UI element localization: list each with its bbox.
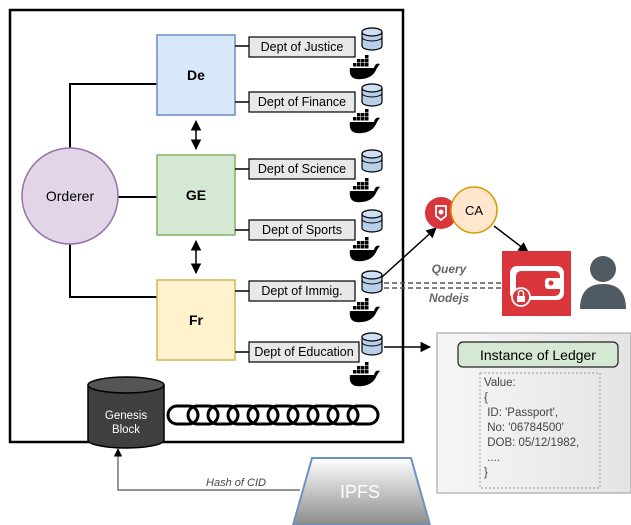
ledger-value-box (479, 372, 601, 489)
hash-of-cid-label: Hash of CID (206, 477, 266, 489)
org-fr-box (156, 279, 236, 361)
wallet-icon (502, 251, 571, 316)
dept-justice-box (248, 36, 356, 58)
database-icon (361, 209, 383, 233)
org-ge-label: GE (186, 187, 206, 203)
org-fr-label: Fr (189, 312, 204, 328)
ledger-line: } (484, 467, 488, 479)
hash-of-cid-arrow (113, 448, 300, 491)
dept-science-label: Dept of Science (258, 162, 346, 176)
ledger-line: .... (484, 452, 500, 464)
org-ge-box (156, 154, 236, 236)
dept-education-label: Dept of Education (254, 345, 353, 359)
genesis-label-line2: Block (112, 424, 140, 436)
orderer-to-fr-line (69, 238, 157, 298)
dept-connectors (235, 45, 249, 353)
database-icon (361, 332, 383, 356)
ledger-line: No: '06784500' (484, 422, 564, 434)
genesis-label-line1: Genesis (105, 410, 147, 422)
database-icon (361, 149, 383, 173)
database-icon (361, 27, 383, 51)
dept-finance-label: Dept of Finance (258, 95, 346, 109)
ca-to-wallet-arrow (493, 225, 529, 253)
orderer-node (21, 147, 119, 245)
ca-label: CA (465, 203, 483, 218)
dept-sports-label: Dept of Sports (262, 223, 342, 237)
query-label: Query (432, 262, 468, 276)
ledger-line: { (484, 392, 488, 404)
database-icon (361, 83, 383, 107)
immig-to-ca-line (381, 227, 437, 278)
org-de-box (156, 34, 236, 116)
dept-science-box (248, 158, 356, 180)
user-icon (580, 256, 626, 309)
org-de-label: De (187, 67, 205, 83)
ipfs-shape (291, 457, 432, 525)
dept-immig-box (248, 280, 356, 302)
ipfs-label: IPFS (340, 482, 380, 502)
ledger-line: ID: 'Passport', (484, 407, 558, 419)
ca-node (450, 186, 498, 234)
nodejs-label: Nodejs (429, 291, 469, 305)
certificate-icon (425, 197, 457, 229)
dept-justice-label: Dept of Justice (261, 40, 344, 54)
dept-finance-box (248, 91, 356, 113)
orderer-to-de-line (69, 83, 157, 155)
dept-sports-box (248, 219, 356, 241)
orderer-label: Orderer (46, 188, 95, 204)
ledger-line: DOB: 05/12/1982, (484, 437, 579, 449)
dept-education-box (248, 341, 360, 363)
genesis-cylinder-icon (87, 376, 165, 449)
database-icon (361, 270, 383, 294)
dept-immig-label: Dept of Immig. (261, 284, 342, 298)
ledger-title-box (457, 341, 619, 368)
ledger-title: Instance of Ledger (480, 347, 596, 363)
ledger-line: Value: (484, 377, 516, 389)
